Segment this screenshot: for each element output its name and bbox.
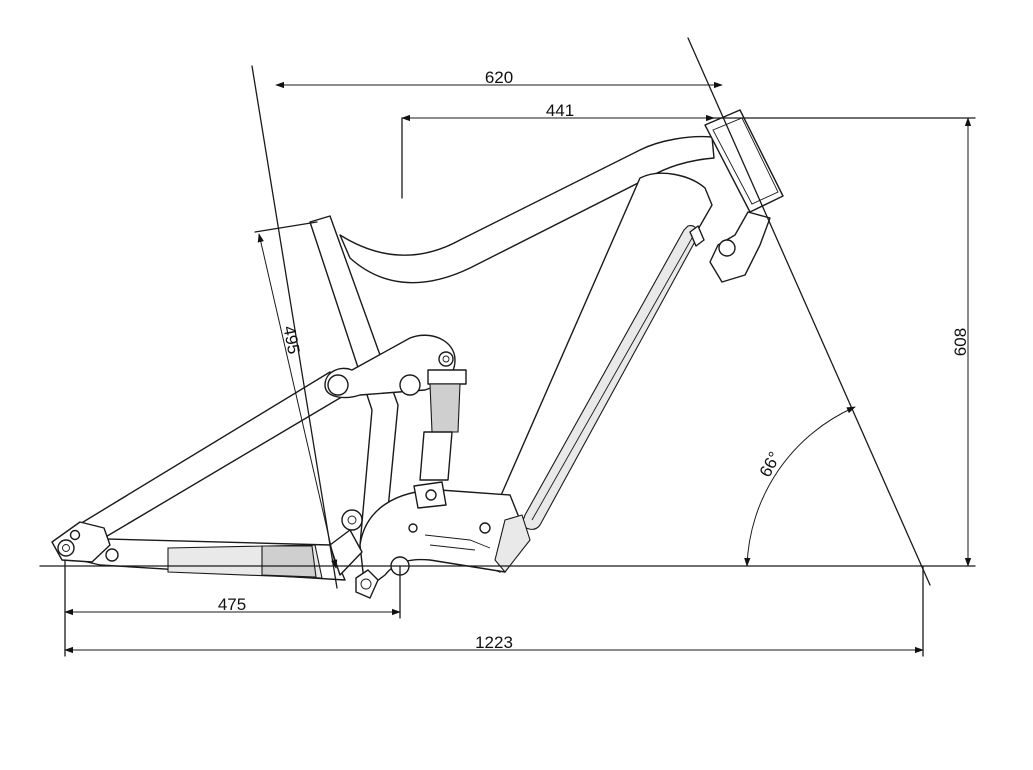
main-pivot — [341, 509, 363, 531]
caliper-mount — [105, 548, 119, 562]
seat-tube-dim-extension — [254, 221, 318, 233]
dropout-bolt — [69, 529, 81, 541]
chainstay-label: 475 — [218, 595, 246, 614]
seat-tube-dimension — [257, 233, 338, 569]
shock-reservoir — [427, 369, 467, 385]
rocker-pivot-rear — [327, 374, 349, 396]
head-angle-arc — [744, 406, 856, 567]
head-tube-inner — [712, 117, 779, 205]
rear-axle-bore — [62, 544, 70, 552]
motor-logo — [424, 534, 491, 551]
shock-body — [429, 383, 461, 433]
motor-bolt-a — [479, 522, 491, 534]
motor-bolt-b — [408, 523, 418, 533]
rocker-pivot-frame — [399, 374, 421, 396]
guard-bolt — [360, 578, 372, 590]
seat-tube-label: 495 — [279, 324, 303, 355]
rocker-shock-bore — [442, 355, 450, 363]
reach-label: 620 — [485, 68, 513, 87]
fork-crown — [709, 211, 771, 283]
stack-offset-label: 441 — [546, 101, 574, 120]
battery-edge — [531, 237, 693, 521]
headset-bolt — [718, 239, 736, 257]
rocker-shock-mount — [438, 351, 454, 367]
stack-label: 608 — [951, 328, 970, 356]
head-angle-label: 66° — [756, 449, 785, 481]
head-tube-axis — [687, 37, 931, 586]
main-pivot-bore — [347, 515, 357, 525]
chainring-guard — [355, 569, 379, 599]
shock-shaft — [419, 431, 453, 481]
shock-lower-bolt — [425, 489, 437, 501]
rocker-link — [324, 334, 456, 399]
motor-cover — [494, 514, 531, 573]
bike-frame — [51, 109, 784, 599]
seat-stay — [69, 371, 346, 546]
chain-stay-pad — [261, 545, 317, 578]
dimension-lines — [64, 81, 972, 654]
top-tube — [339, 135, 715, 284]
rear-axle-left — [57, 539, 75, 557]
head-tube — [704, 109, 784, 213]
wheelbase-label: 1223 — [475, 633, 513, 652]
cable-guide — [689, 225, 705, 247]
